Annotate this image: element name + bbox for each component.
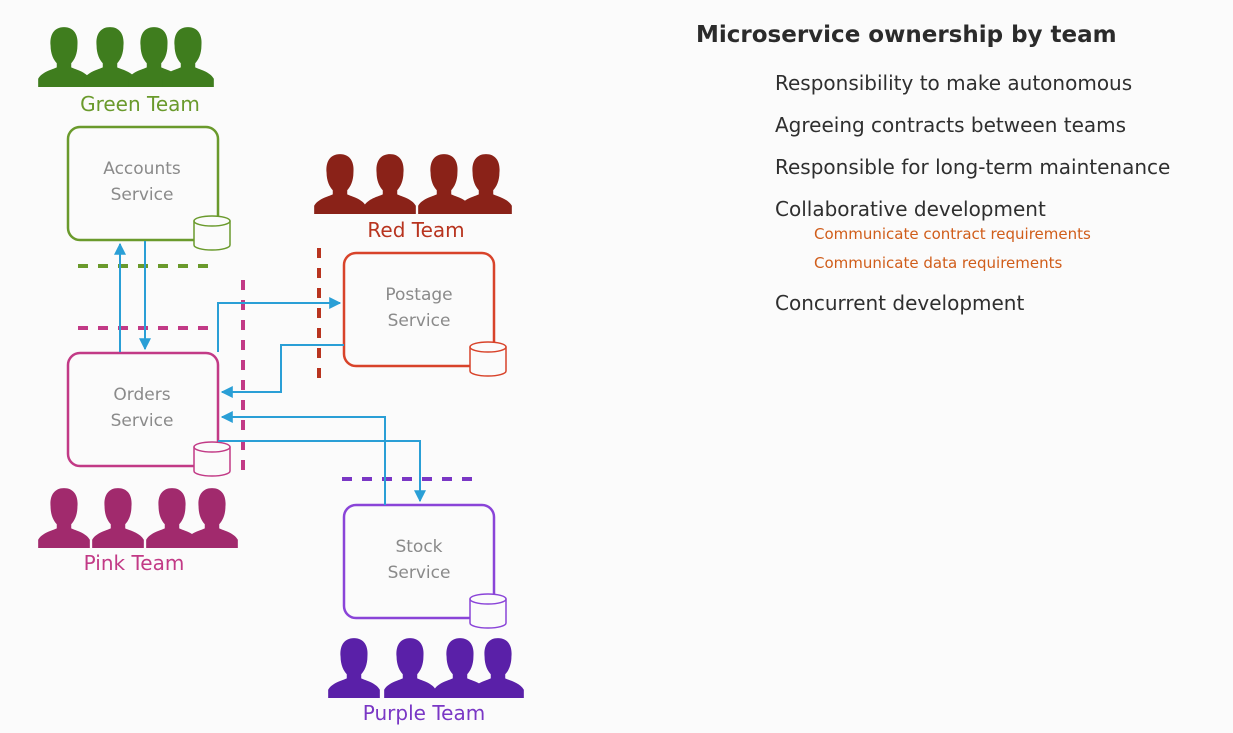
red-team-label: Red Team	[367, 218, 464, 242]
stock-service-name: Stock	[395, 537, 442, 557]
stock-service: Stock Service	[342, 503, 507, 629]
postage-database-icon	[469, 341, 507, 377]
ownership-diagram: Green Team Red Team Pink Team Purple Tea…	[38, 27, 524, 725]
arrow-postage-to-orders	[220, 344, 344, 398]
arrow-stock-to-orders	[220, 411, 386, 505]
pink-team-label: Pink Team	[84, 551, 185, 575]
purple-team-icon	[328, 638, 524, 698]
stock-database-icon	[469, 593, 507, 629]
accounts-service: Accounts Service	[66, 125, 231, 251]
point-collaborative: Collaborative development	[775, 197, 1046, 221]
accounts-database-icon	[193, 215, 231, 251]
accounts-service-name: Accounts	[103, 159, 181, 179]
orders-service-suffix: Service	[111, 411, 174, 431]
postage-service-suffix: Service	[388, 311, 451, 331]
notes-panel: Microservice ownership by team Responsib…	[696, 18, 1226, 324]
subpoint-contract-requirements: Communicate contract requirements	[814, 225, 1091, 243]
orders-database-icon	[193, 441, 231, 477]
pink-team-icon	[38, 488, 238, 548]
point-maintenance: Responsible for long-term maintenance	[775, 155, 1171, 179]
purple-team-label: Purple Team	[363, 701, 485, 725]
red-team-icon	[314, 154, 512, 214]
green-team-icon	[38, 27, 214, 87]
subpoint-data-requirements: Communicate data requirements	[814, 254, 1063, 272]
postage-service-name: Postage	[385, 285, 452, 305]
point-concurrent: Concurrent development	[775, 291, 1025, 315]
point-contracts: Agreeing contracts between teams	[775, 113, 1127, 137]
green-team-label: Green Team	[80, 92, 200, 116]
orders-service-name: Orders	[113, 385, 170, 405]
stock-service-suffix: Service	[388, 563, 451, 583]
point-autonomous: Responsibility to make autonomous	[775, 71, 1133, 95]
notes-heading: Microservice ownership by team	[696, 22, 1117, 48]
arrow-orders-to-stock	[218, 440, 426, 503]
arrow-orders-to-postage	[217, 297, 342, 352]
orders-service: Orders Service	[66, 351, 231, 477]
accounts-service-suffix: Service	[111, 185, 174, 205]
connection-arrows	[114, 241, 426, 505]
postage-service: Postage Service	[342, 251, 507, 377]
